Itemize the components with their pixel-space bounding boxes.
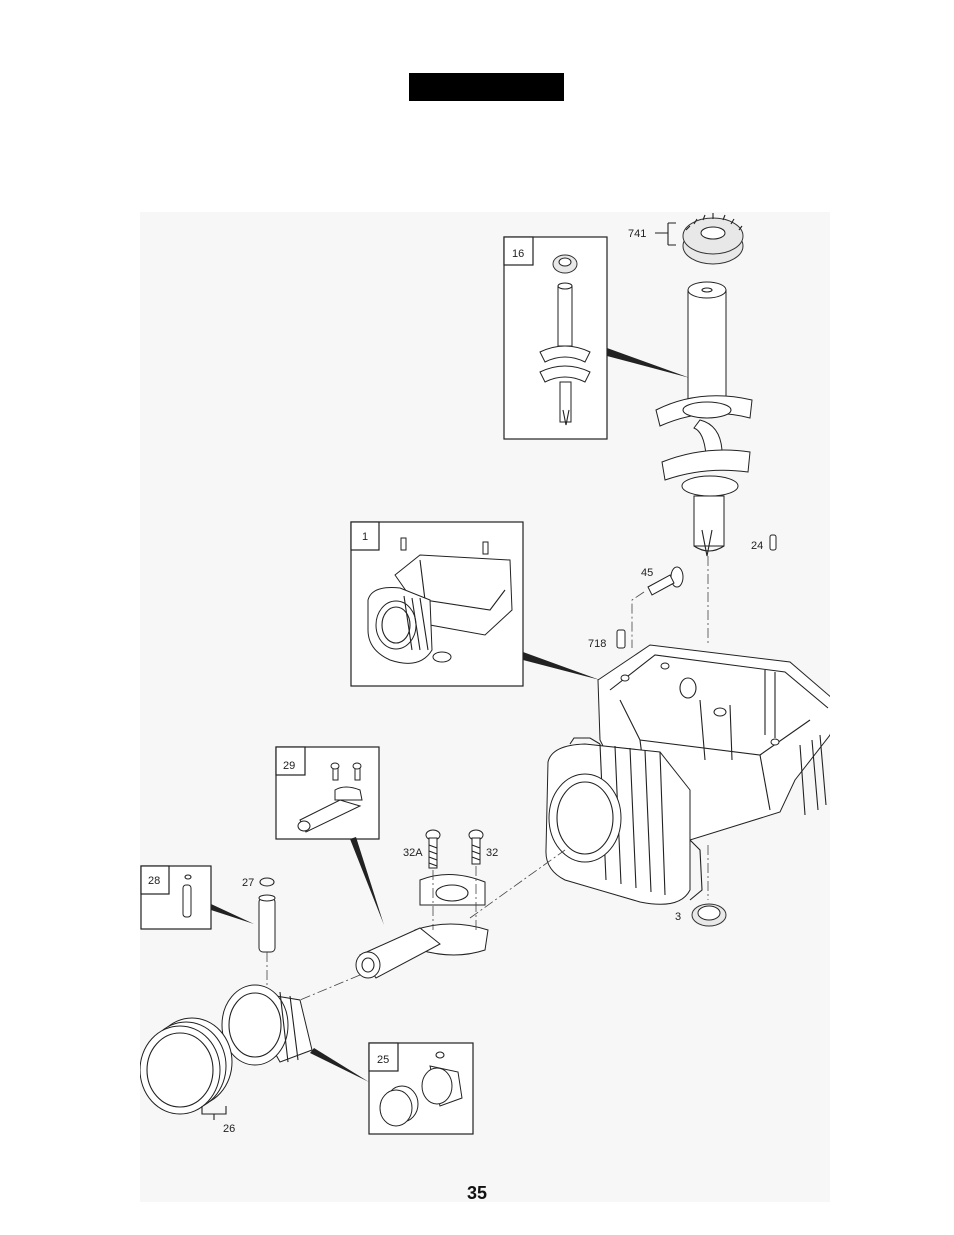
- callout-29: 29: [283, 760, 295, 772]
- callout-25: 25: [377, 1054, 389, 1066]
- connecting-rod-box: 29: [276, 747, 379, 839]
- cylinder-block-box: 1: [351, 522, 523, 686]
- seal-3: [692, 904, 726, 926]
- wrist-pin: [259, 895, 275, 952]
- crankshaft-kit-box: 16: [504, 237, 607, 439]
- callout-26: 26: [223, 1123, 235, 1135]
- callout-16: 16: [512, 248, 524, 260]
- section-title-bar: [409, 73, 564, 101]
- parts-diagram: .ln { stroke:#222; stroke-width:1.1; fil…: [140, 212, 830, 1202]
- wrist-pin-box: 28: [141, 866, 211, 929]
- callout-1: 1: [362, 531, 368, 543]
- pin-24: [770, 535, 776, 550]
- callout-27: 27: [242, 877, 254, 889]
- dowel-718: [617, 630, 625, 648]
- callout-24: 24: [751, 540, 763, 552]
- callout-45: 45: [641, 567, 653, 579]
- callout-32: 32: [486, 847, 498, 859]
- callout-3: 3: [675, 911, 681, 923]
- piston-kit-box: 25: [369, 1043, 473, 1134]
- page-number: 35: [0, 1183, 954, 1204]
- callout-28: 28: [148, 875, 160, 887]
- callout-32a: 32A: [403, 847, 423, 859]
- callout-741: 741: [628, 228, 646, 240]
- callout-718: 718: [588, 638, 606, 650]
